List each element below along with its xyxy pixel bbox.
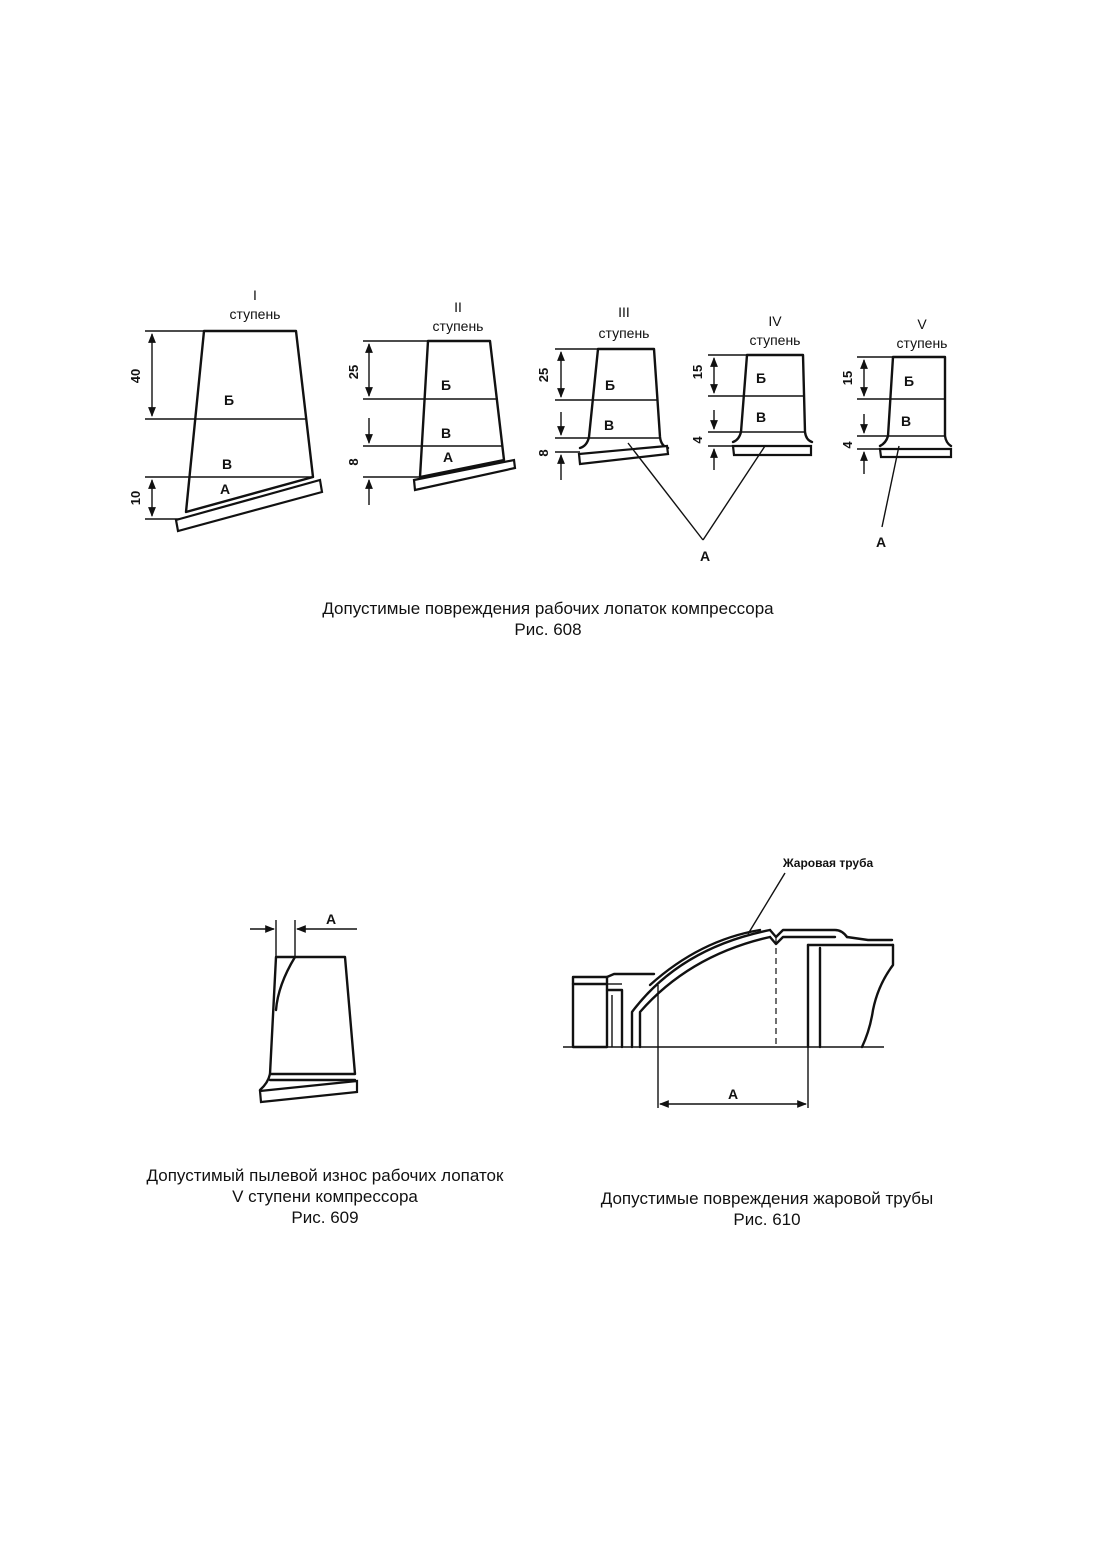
stage-5-blade: V ступень 15 4 Б В [840,316,953,474]
zone-a-leaders: А А [627,442,900,564]
fig609-caption-line1: Допустимый пылевой износ рабочих лопаток [146,1166,504,1185]
stage-1-dim-a: 10 [128,491,143,505]
stage-2-blade: II ступень 25 8 Б В А [346,299,517,505]
fig610-caption-number: Рис. 610 [733,1210,801,1229]
stage-1-number: I [253,287,257,303]
stage-3-number: III [618,304,630,320]
fig609-diagram: А [250,911,359,1104]
stage-4-dim-b: 15 [690,365,705,379]
stage-2-dim-a: 8 [346,458,361,465]
stage-2-root-platform [412,458,517,492]
stage-3-label: ступень [599,325,650,341]
fig609-caption-number: Рис. 609 [291,1208,359,1227]
fig608-diagram: I ступень 40 10 Б В А II ступень [128,287,953,564]
stage-4-blade: IV ступень 15 4 Б В [690,313,814,470]
stage-1-blade: I ступень 40 10 Б В А [128,287,324,533]
stage-3-airfoil [578,347,670,450]
stage-1-label: ступень [230,306,281,322]
stage-4-root-platform [731,444,813,457]
stage-5-zone-b: Б [904,373,914,389]
stage-1-airfoil [184,329,315,514]
right-casing [806,943,895,1049]
wear-profile-curve [274,955,297,1012]
fig609-caption: Допустимый пылевой износ рабочих лопаток… [100,1165,550,1228]
stage-5-root-platform [878,447,953,459]
stage-5-zone-v: В [901,413,911,429]
worn-blade-airfoil [268,955,357,1076]
wear-dim-label: А [326,911,336,927]
flame-tube-callout: Жаровая труба [782,856,874,870]
stage-3-root-platform [577,444,670,466]
zone-a-callout-3-4: А [700,548,710,564]
stage-3-dim-b: 25 [536,368,551,382]
stage-5-number: V [917,316,927,332]
stage-1-zone-b: Б [224,392,234,408]
stage-5-dim-b: 15 [840,371,855,385]
stage-4-dim-a: 4 [690,436,705,444]
stage-2-airfoil [418,339,506,479]
stage-2-zone-a: А [443,449,453,465]
fig608-caption-title: Допустимые повреждения рабочих лопаток к… [322,599,774,618]
fig609-caption-line2: V ступени компрессора [232,1187,418,1206]
stage-2-zone-v: В [441,425,451,441]
fig608-caption: Допустимые повреждения рабочих лопаток к… [248,598,848,640]
stage-5-dim-a: 4 [840,441,855,449]
stage-4-airfoil [731,353,814,444]
stage-4-label: ступень [750,332,801,348]
fig610-diagram: Жаровая труба [563,856,895,1108]
stage-3-zone-b: Б [605,377,615,393]
left-casing [571,972,656,1049]
stage-1-root-platform [174,478,324,533]
stage-5-label: ступень [897,335,948,351]
stage-3-dim-a: 8 [536,449,551,456]
worn-blade-root-platform [258,1079,359,1104]
fig610-caption: Допустимые повреждения жаровой трубы Рис… [567,1188,967,1230]
flame-tube-dome [630,928,894,1049]
stage-3-zone-v: В [604,417,614,433]
stage-3-blade: III ступень 25 8 Б В [536,304,670,480]
stage-1-zone-a: А [220,481,230,497]
stage-2-label: ступень [433,318,484,334]
stage-5-airfoil [878,355,953,448]
stage-2-number: II [454,299,462,315]
stage-1-zone-v: В [222,456,232,472]
stage-4-zone-b: Б [756,370,766,386]
stage-2-dim-b: 25 [346,365,361,379]
fig610-caption-title: Допустимые повреждения жаровой трубы [600,1189,934,1208]
stage-4-number: IV [768,313,782,329]
zone-a-callout-5: А [876,534,886,550]
fig608-caption-number: Рис. 608 [514,620,582,639]
stage-1-dim-b: 40 [128,369,143,383]
flame-tube-dim-label: А [728,1086,738,1102]
stage-2-zone-b: Б [441,377,451,393]
stage-4-zone-v: В [756,409,766,425]
